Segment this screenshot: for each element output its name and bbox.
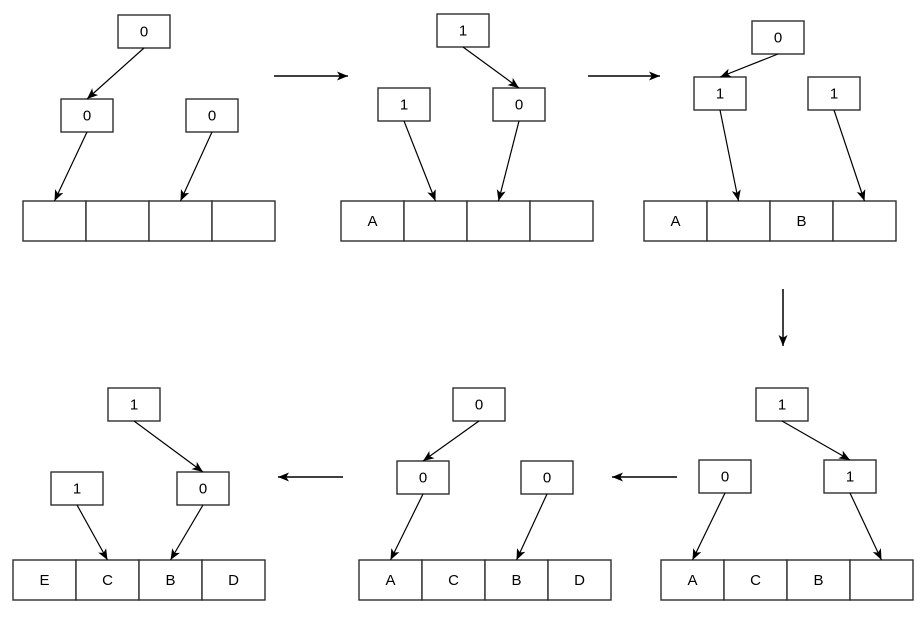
step-2-node-left-label: 1 — [400, 97, 408, 114]
step-2-node-top — [436, 13, 490, 48]
step-3-array-cell-1 — [706, 200, 771, 242]
step-5-array-cell-0-label: A — [385, 572, 395, 589]
panel-step-1: 0 0 0 — [22, 14, 276, 242]
step-6-array-cell-1-label: C — [102, 572, 113, 589]
step-6-array-cell-0-label: E — [39, 572, 49, 589]
step-2-array-cell-1 — [403, 200, 468, 242]
step-3-edge-top-to-left — [719, 53, 779, 78]
step-2-node-right-label: 0 — [515, 97, 523, 114]
step-6-edge-top-to-right — [133, 420, 204, 473]
step-1-node-top-label: 0 — [140, 24, 148, 41]
step-2-array-cell-3 — [529, 200, 594, 242]
step-1-edge-right-to-cell2 — [179, 131, 213, 202]
step-3-node-left-label: 1 — [716, 86, 724, 103]
step-6-array-cell-3 — [201, 559, 266, 601]
step-3-node-right-label: 1 — [830, 86, 838, 103]
step-4-array-cell-2 — [786, 559, 851, 601]
step-6-node-left — [50, 471, 104, 506]
step-5-array-cell-3-label: D — [574, 572, 585, 589]
step-6-array-cell-3-label: D — [228, 572, 239, 589]
step-2-edge-top-to-right — [462, 46, 520, 89]
step-6-edge-right-to-cell2 — [169, 504, 204, 561]
step-5-node-left — [396, 460, 450, 495]
step-3-node-top — [751, 20, 805, 55]
step-2-array-cell-0-label: A — [367, 213, 377, 230]
step-4-edge-top-to-right — [781, 420, 851, 461]
step-2-node-right — [492, 87, 546, 122]
step-6-array-cell-2-label: B — [165, 572, 175, 589]
step-3-array-cell-0-label: A — [670, 213, 680, 230]
step-1-array-cell-2 — [148, 200, 213, 242]
step-1-array-cell-0 — [22, 200, 87, 242]
step-1-array-cell-3 — [211, 200, 276, 242]
step-1-node-left-label: 0 — [83, 108, 91, 125]
step-5-array-cell-3 — [547, 559, 612, 601]
step-4-edge-left-to-cell0 — [691, 492, 726, 561]
panel-step-3: 0 1 1A B — [643, 20, 897, 242]
panel-step-5: 0 0 0A C B D — [358, 387, 612, 601]
step-4-node-left-label: 0 — [721, 469, 729, 486]
step-2-array-cell-2 — [466, 200, 531, 242]
step-1-edge-left-to-cell0 — [53, 131, 88, 202]
step-4-array-cell-1-label: C — [750, 572, 761, 589]
step-6-edge-left-to-cell1 — [76, 504, 109, 561]
step-6-node-right-label: 0 — [199, 481, 207, 498]
step-5-array-cell-1-label: C — [448, 572, 459, 589]
step-5-node-top — [452, 387, 506, 422]
step-1-edge-top-to-left — [86, 47, 145, 100]
panel-step-2: 1 1 0A — [340, 13, 594, 242]
panel-step-4: 1 0 1A C B — [660, 387, 914, 601]
step-5-edge-left-to-cell0 — [389, 493, 424, 561]
step-5-array-cell-1 — [421, 559, 486, 601]
step-4-array-cell-1 — [723, 559, 788, 601]
step-6-array-cell-0 — [12, 559, 77, 601]
step-5-node-left-label: 0 — [419, 470, 427, 487]
step-6-node-top — [107, 387, 161, 422]
step-3-array-cell-3 — [832, 200, 897, 242]
step-6-node-top-label: 1 — [130, 397, 138, 414]
step-1-array-cell-1 — [85, 200, 150, 242]
step-3-node-top-label: 0 — [774, 30, 782, 47]
step-4-array-cell-3 — [849, 559, 914, 601]
step-5-edge-right-to-cell2 — [515, 493, 548, 561]
step-1-node-top — [117, 14, 171, 49]
step-2-array-cell-0 — [340, 200, 405, 242]
panel-step-6: 1 1 0E C B D — [12, 387, 266, 601]
step-5-node-top-label: 0 — [475, 397, 483, 414]
step-3-array-cell-2-label: B — [796, 213, 806, 230]
step-4-array-cell-2-label: B — [813, 572, 823, 589]
step-2-edge-left-to-cell1 — [403, 120, 437, 202]
step-4-node-left — [698, 459, 752, 494]
step-6-node-left-label: 1 — [73, 481, 81, 498]
step-3-array-cell-2 — [769, 200, 834, 242]
step-4-edge-right-to-cell3 — [849, 492, 883, 561]
step-3-edge-left-to-cell1 — [719, 109, 741, 202]
step-1-node-right-label: 0 — [208, 108, 216, 125]
step-4-array-cell-0 — [660, 559, 725, 601]
step-5-node-right — [520, 460, 574, 495]
step-3-node-right — [807, 76, 861, 111]
step-5-edge-top-to-left — [422, 420, 480, 462]
step-3-edge-right-to-cell3 — [833, 109, 866, 202]
step-5-node-right-label: 0 — [543, 470, 551, 487]
step-4-node-right-label: 1 — [846, 469, 854, 486]
step-4-node-top-label: 1 — [778, 397, 786, 414]
step-2-edge-right-to-cell2 — [496, 120, 520, 202]
step-4-array-cell-0-label: A — [687, 572, 697, 589]
step-2-node-top-label: 1 — [459, 23, 467, 40]
step-5-array-cell-2-label: B — [511, 572, 521, 589]
